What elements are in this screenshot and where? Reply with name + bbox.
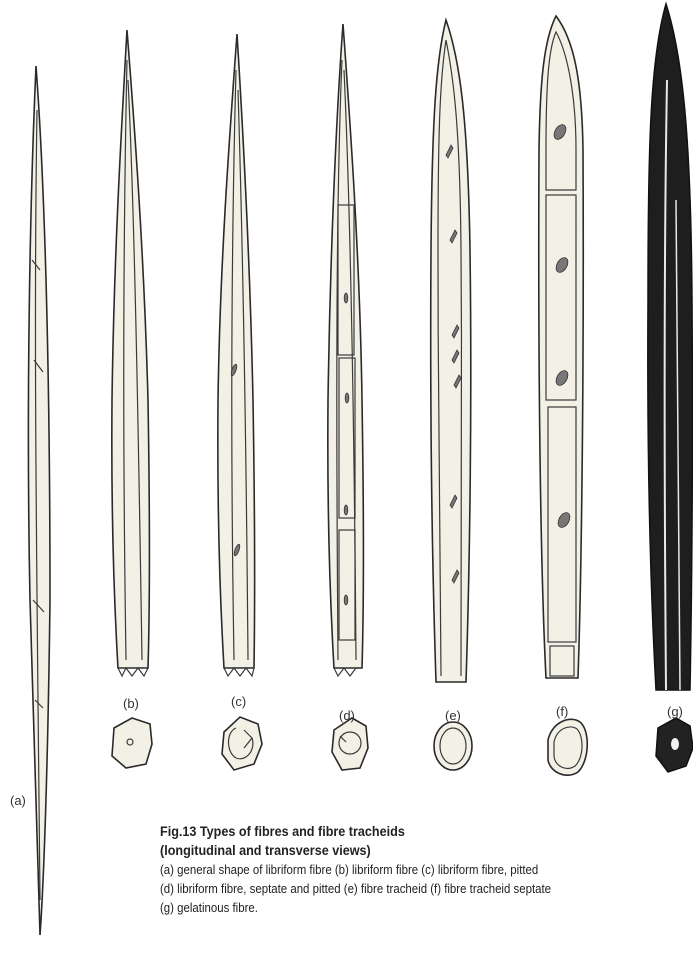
fibre-b-transverse xyxy=(112,718,152,768)
label-c: (c) xyxy=(231,694,246,709)
fibre-c-longitudinal xyxy=(218,34,255,676)
fibre-f-longitudinal xyxy=(539,16,584,678)
caption-line2: (d) libriform fibre, septate and pitted … xyxy=(160,879,618,898)
label-d: (d) xyxy=(339,708,355,723)
label-g: (g) xyxy=(667,704,683,719)
fibre-b-longitudinal xyxy=(112,30,150,676)
fibre-c-transverse xyxy=(222,717,262,770)
fibre-e-longitudinal xyxy=(431,20,471,682)
fibre-g-transverse xyxy=(656,718,693,772)
fibre-f-transverse xyxy=(548,719,587,775)
caption-title-line1: Fig.13 Types of fibres and fibre trachei… xyxy=(160,822,628,841)
label-e: (e) xyxy=(445,708,461,723)
label-b: (b) xyxy=(123,696,139,711)
caption-title-line2: (longitudinal and transverse views) xyxy=(160,841,628,860)
fibre-e-transverse xyxy=(434,722,472,770)
label-f: (f) xyxy=(556,704,568,719)
caption-line3: (g) gelatinous fibre. xyxy=(160,898,618,917)
label-a: (a) xyxy=(10,793,26,808)
fibre-d-transverse xyxy=(332,718,368,770)
fibre-d-longitudinal xyxy=(328,24,364,676)
fibre-a-longitudinal xyxy=(28,66,50,935)
fibre-g-longitudinal xyxy=(648,4,693,690)
caption-line1: (a) general shape of libriform fibre (b)… xyxy=(160,860,618,879)
figure-caption: Fig.13 Types of fibres and fibre trachei… xyxy=(160,822,680,917)
